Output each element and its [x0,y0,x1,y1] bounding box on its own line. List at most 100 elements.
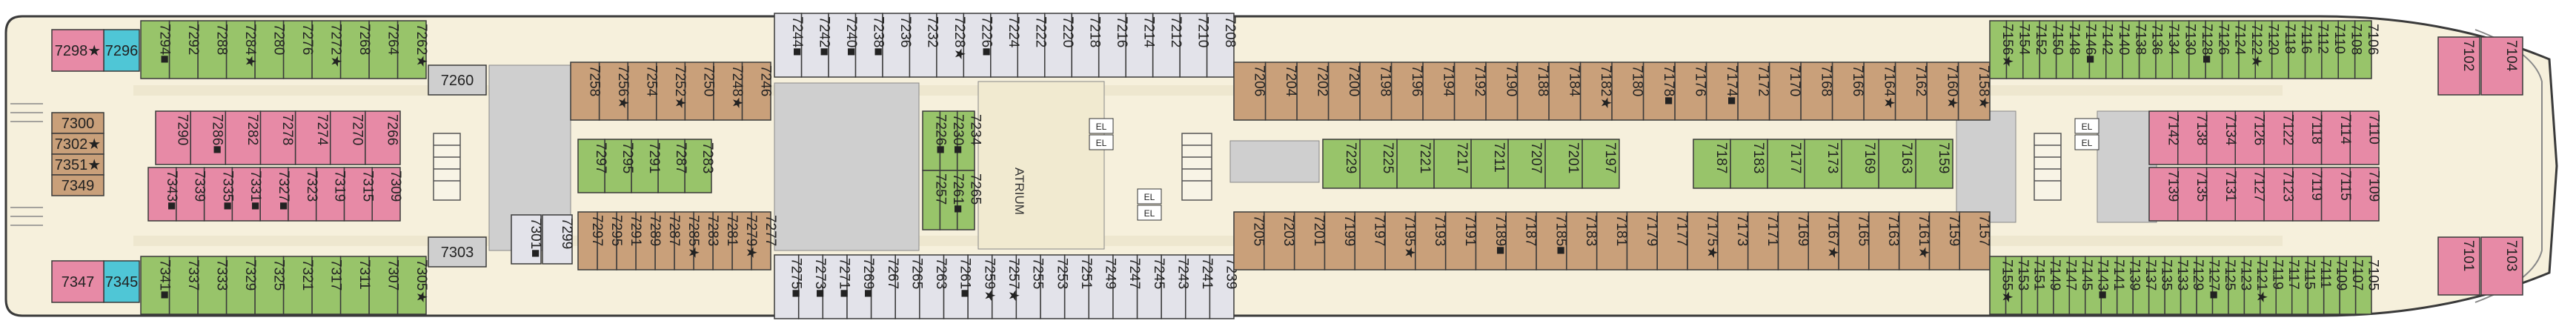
cabin-7291[interactable]: 7291 [631,139,662,193]
cabin-7291[interactable]: 7291 [616,211,643,270]
cabin-7156[interactable]: 7156★ [1989,20,2015,79]
cabin-7142[interactable]: 7142 [2088,20,2115,79]
cabin-7181[interactable]: 7181 [1596,211,1629,270]
cabin-7164[interactable]: 7164★ [1863,62,1896,121]
cabin-7220[interactable]: 7220 [1043,13,1075,78]
cabin-7187[interactable]: 7187 [1693,139,1731,189]
cabin-7236[interactable]: 7236 [882,13,913,78]
cabin-7157[interactable]: 7157 [1959,211,1992,270]
cabin-7228[interactable]: 7228★ [936,13,967,78]
cabin-7206[interactable]: 7206 [1233,62,1267,121]
cabin-7163[interactable]: 7163 [1868,211,1901,270]
cabin-7345[interactable]: 7345 [103,260,140,303]
cabin-7335[interactable]: 7335■ [203,167,236,222]
cabin-7192[interactable]: 7192 [1453,62,1487,121]
cabin-7247[interactable]: 7247 [1112,254,1142,319]
cabin-7315[interactable]: 7315 [343,167,375,222]
cabin-7275[interactable]: 7275■ [774,254,803,319]
cabin-7299[interactable]: 7299 [542,214,574,265]
cabin-7283[interactable]: 7283 [684,139,715,193]
cabin-7110[interactable]: 7110 [2321,20,2347,79]
cabin-7155[interactable]: 7155★ [1989,256,2015,315]
cabin-7277[interactable]: 7277 [751,211,778,270]
cabin-7160[interactable]: 7160★ [1926,62,1959,121]
cabin-7265[interactable]: 7265 [894,254,924,319]
cabin-7242[interactable]: 7242■ [800,13,832,78]
cabin-7123[interactable]: 7123 [2228,256,2254,315]
cabin-7174[interactable]: 7174■ [1705,62,1739,121]
cabin-7331[interactable]: 7331■ [231,167,263,222]
cabin-7184[interactable]: 7184 [1548,62,1581,121]
cabin-7311[interactable]: 7311 [339,256,372,315]
cabin-7191[interactable]: 7191 [1444,211,1478,270]
cabin-7136[interactable]: 7136 [2138,20,2165,79]
cabin-7261[interactable]: 7261■ [943,254,973,319]
cabin-7121[interactable]: 7121★ [2243,256,2269,315]
cabin-7268[interactable]: 7268 [339,20,372,79]
cabin-7272[interactable]: 7272★ [311,20,343,79]
cabin-7182[interactable]: 7182★ [1579,62,1613,121]
cabin-7177[interactable]: 7177 [1656,211,1690,270]
cabin-7253[interactable]: 7253 [1040,254,1069,319]
cabin-7337[interactable]: 7337 [168,256,201,315]
cabin-7309[interactable]: 7309 [371,167,403,222]
cabin-7351[interactable]: 7351★ [51,153,104,176]
cabin-7198[interactable]: 7198 [1359,62,1392,121]
cabin-7217[interactable]: 7217 [1433,139,1472,189]
cabin-7303[interactable]: 7303 [428,236,487,268]
cabin-7248[interactable]: 7248★ [713,62,745,121]
cabin-7118[interactable]: 7118 [2292,110,2324,165]
cabin-7188[interactable]: 7188 [1516,62,1550,121]
cabin-7290[interactable]: 7290 [155,110,191,165]
cabin-7264[interactable]: 7264 [368,20,400,79]
cabin-7115[interactable]: 7115 [2320,167,2353,222]
cabin-7257[interactable]: 7257★ [991,254,1021,319]
cabin-7278[interactable]: 7278 [259,110,296,165]
cabin-7284[interactable]: 7284★ [225,20,258,79]
cabin-7232[interactable]: 7232 [909,13,940,78]
cabin-7211[interactable]: 7211 [1470,139,1509,189]
cabin-7202[interactable]: 7202 [1296,62,1330,121]
cabin-7297[interactable]: 7297 [577,211,605,270]
cabin-7196[interactable]: 7196 [1390,62,1424,121]
cabin-7179[interactable]: 7179 [1626,211,1659,270]
cabin-7110[interactable]: 7110 [2349,110,2382,165]
cabin-7142[interactable]: 7142 [2148,110,2180,165]
cabin-7145[interactable]: 7145 [2068,256,2094,315]
cabin-7173[interactable]: 7173 [1804,139,1842,189]
cabin-7216[interactable]: 7216 [1098,13,1129,78]
cabin-7317[interactable]: 7317 [311,256,343,315]
cabin-7150[interactable]: 7150 [2039,20,2065,79]
cabin-7141[interactable]: 7141 [2100,256,2126,315]
cabin-7104[interactable]: 7104 [2480,36,2523,96]
cabin-7171[interactable]: 7171 [1747,211,1780,270]
cabin-7241[interactable]: 7241 [1184,254,1215,319]
cabin-7153[interactable]: 7153 [2005,256,2031,315]
cabin-7225[interactable]: 7225 [1359,139,1398,189]
cabin-7250[interactable]: 7250 [684,62,717,121]
cabin-7173[interactable]: 7173 [1717,211,1750,270]
cabin-7295[interactable]: 7295 [604,139,635,193]
cabin-7159[interactable]: 7159 [1928,211,1962,270]
cabin-7123[interactable]: 7123 [2263,167,2295,222]
cabin-7134[interactable]: 7134 [2155,20,2181,79]
cabin-7122[interactable]: 7122★ [2238,20,2264,79]
cabin-7329[interactable]: 7329 [225,256,258,315]
cabin-7238[interactable]: 7238■ [854,13,886,78]
cabin-7128[interactable]: 7128■ [2188,20,2214,79]
cabin-7163[interactable]: 7163 [1878,139,1916,189]
cabin-7152[interactable]: 7152 [2022,20,2048,79]
cabin-7226[interactable]: 7226■ [922,110,949,171]
cabin-7205[interactable]: 7205 [1233,211,1266,270]
cabin-7101[interactable]: 7101 [2437,236,2480,296]
cabin-7195[interactable]: 7195★ [1384,211,1417,270]
cabin-7106[interactable]: 7106 [2354,20,2380,79]
cabin-7298[interactable]: 7298★ [51,29,104,72]
cabin-7149[interactable]: 7149 [2036,256,2062,315]
cabin-7274[interactable]: 7274 [294,110,331,165]
cabin-7267[interactable]: 7267 [870,254,900,319]
cabin-7297[interactable]: 7297 [577,139,608,193]
cabin-7172[interactable]: 7172 [1737,62,1770,121]
cabin-7135[interactable]: 7135 [2148,256,2174,315]
cabin-7194[interactable]: 7194 [1422,62,1455,121]
